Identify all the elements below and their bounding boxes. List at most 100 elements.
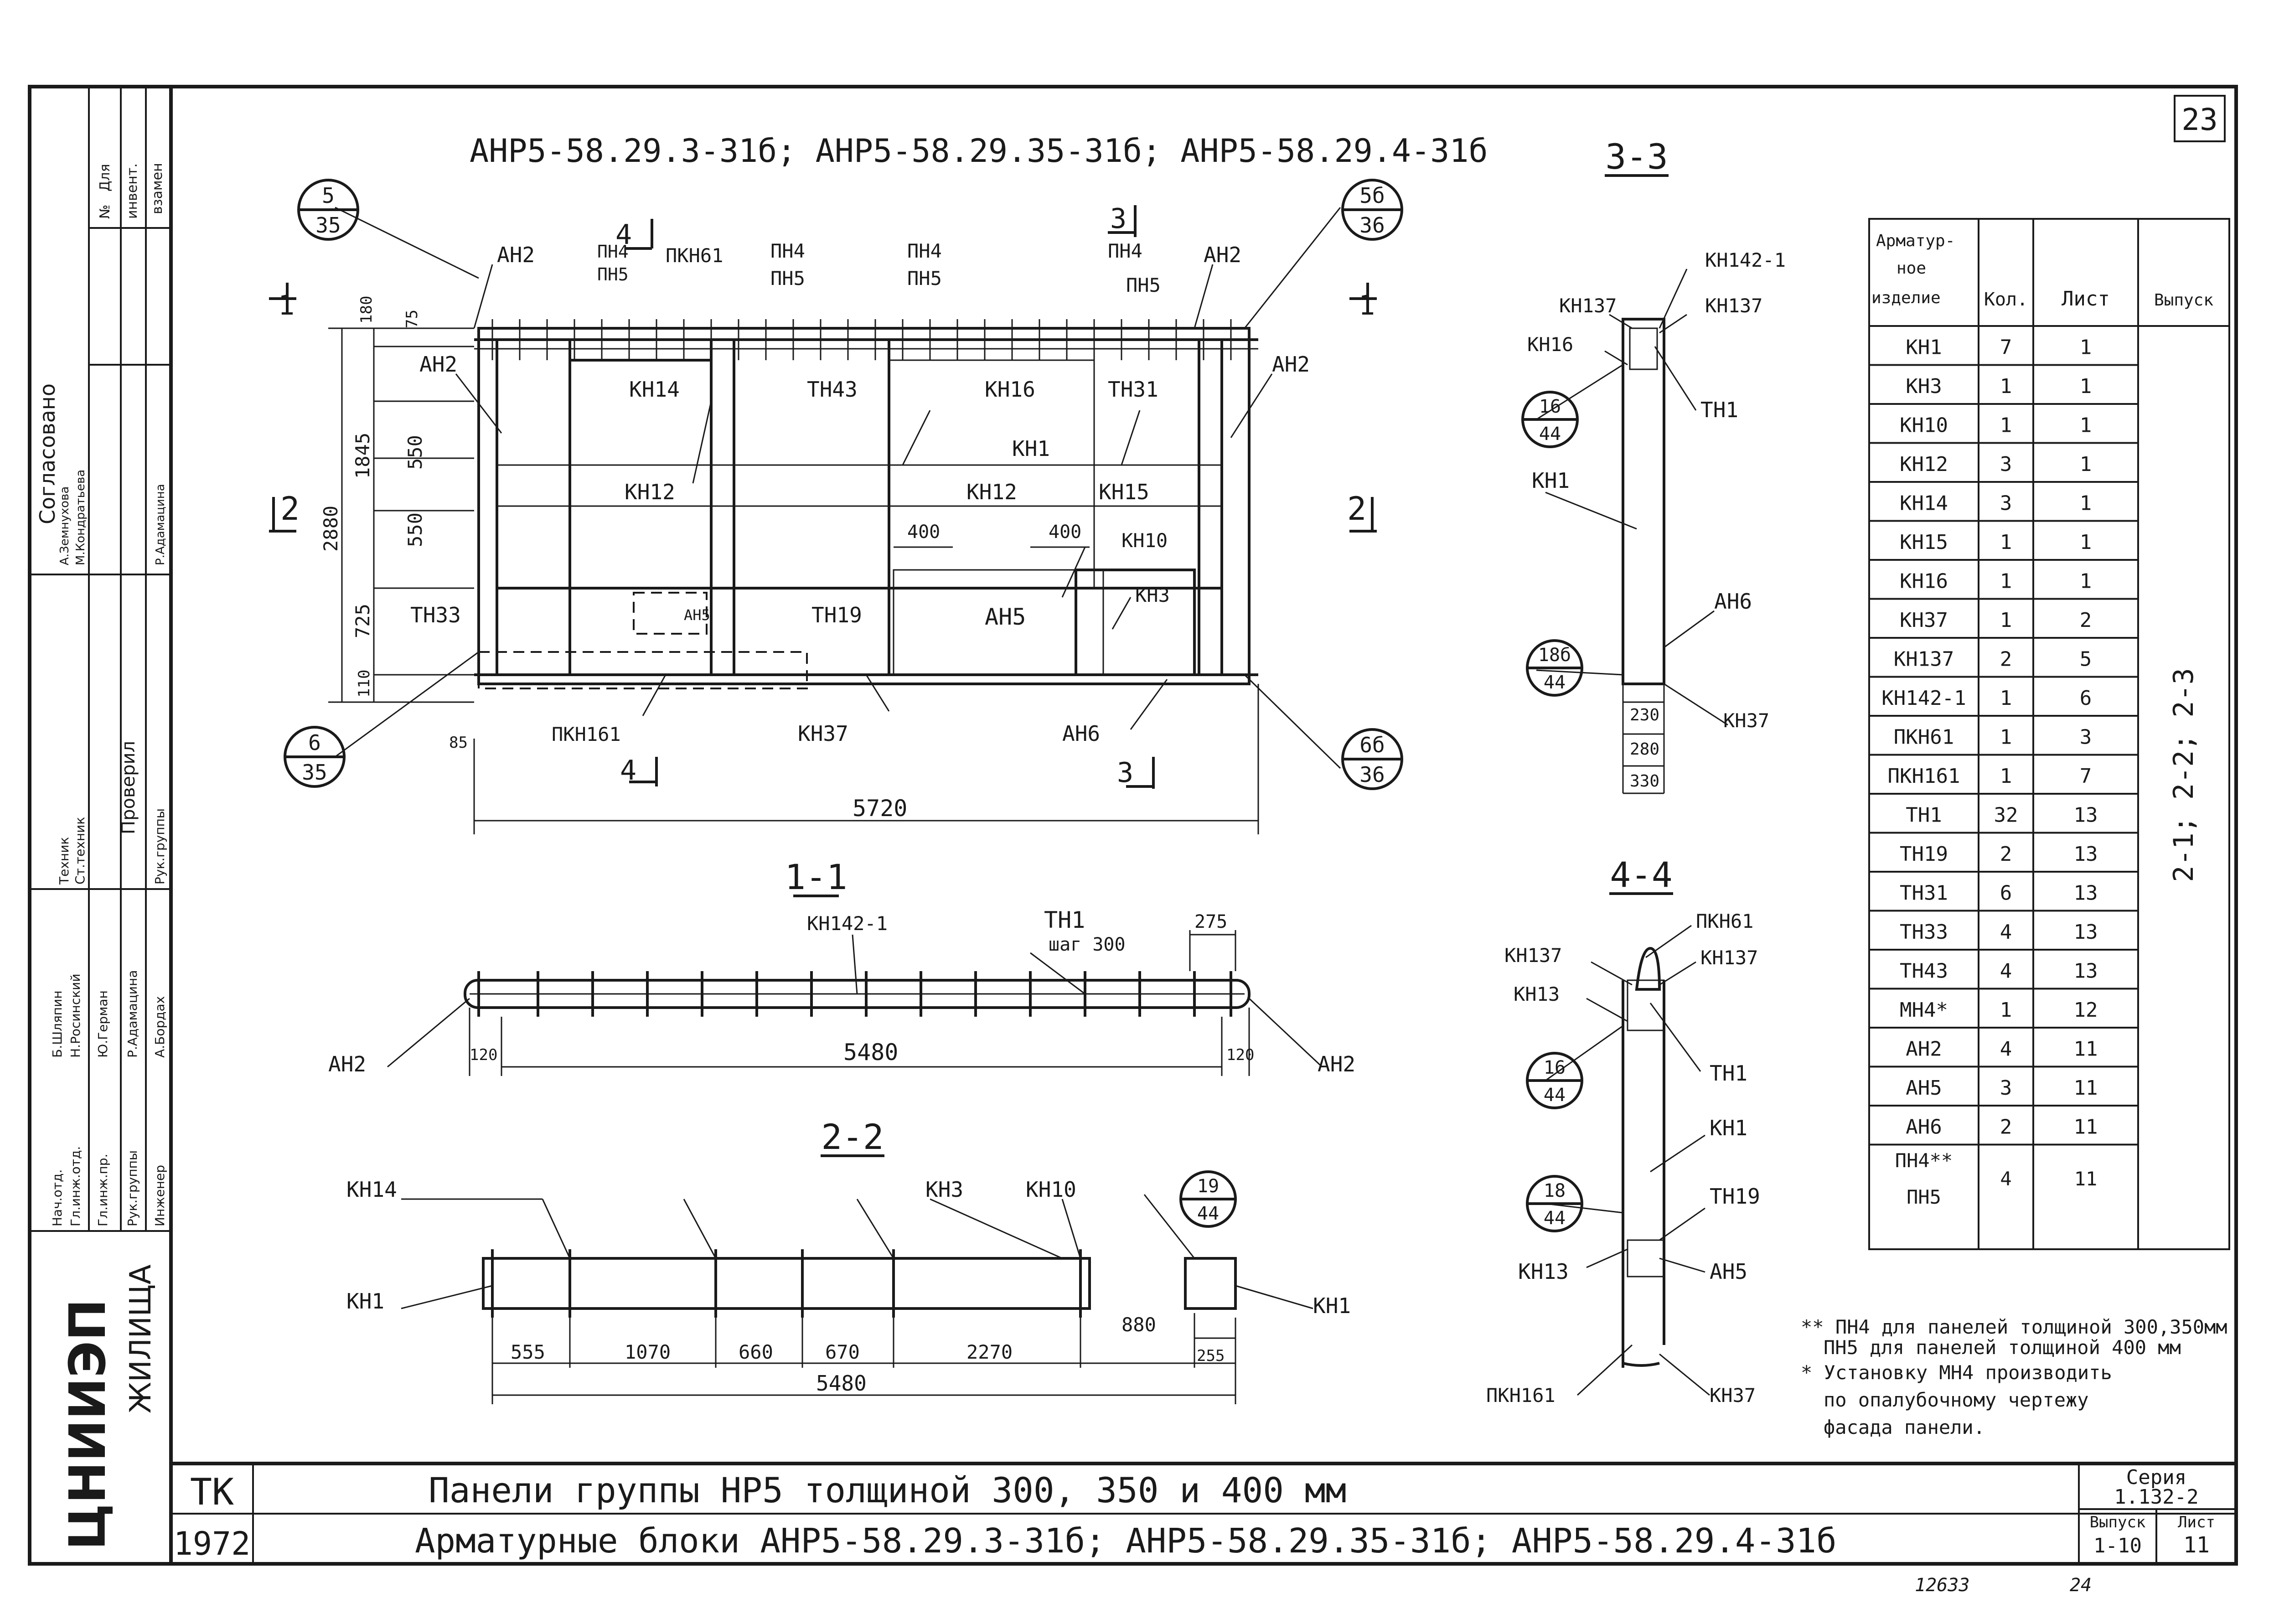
stamp-org: ТК — [190, 1471, 234, 1513]
label-kn3: КН3 — [1135, 584, 1170, 606]
label-an6: АН6 — [1062, 721, 1100, 746]
label-tn33: ТН33 — [410, 603, 461, 627]
series-value: 1.132-2 — [2114, 1485, 2198, 1509]
spec-cell-sheet: 1 — [2080, 531, 2092, 554]
spec-cell-item: ТН19 — [1900, 843, 1948, 866]
dim-5720: 5720 — [853, 795, 907, 822]
spec-cell-qty: 4 — [2000, 960, 2012, 983]
s22-kn1-left: КН1 — [346, 1289, 384, 1314]
balloon-5b-bottom: 36 — [1359, 213, 1385, 238]
dim-1845: 1845 — [351, 433, 374, 479]
title-stamp: ТК 1972 Панели группы НР5 толщиной 300, … — [171, 1462, 2236, 1564]
cut-4-top: 4 — [615, 219, 632, 251]
s22-dim-5: 2270 — [966, 1341, 1013, 1363]
s22-dim-5480: 5480 — [816, 1371, 867, 1396]
spec-cell-item: ТН1 — [1906, 804, 1942, 827]
s33-balloon2-bottom: 44 — [1544, 672, 1566, 693]
spec-cell-qty: 3 — [2000, 492, 2012, 515]
spec-cell-item: ТН33 — [1900, 921, 1948, 944]
spec-header-item-2: ное — [1897, 259, 1926, 278]
spec-table: Арматур- ное изделие Кол. Лист Выпуск КН… — [1868, 218, 2230, 1250]
spec-cell-qty: 2 — [2000, 1116, 2012, 1139]
s22-dim-880: 880 — [1121, 1314, 1156, 1336]
spec-cell-qty: 2 — [2000, 843, 2012, 866]
spec-header-item-1: Арматур- — [1876, 232, 1955, 250]
spec-cell-sheet: 1 — [2080, 492, 2092, 515]
stamp-line2: Арматурные блоки АНР5-58.29.3-31б; АНР5-… — [415, 1521, 1837, 1561]
label-kn37: КН37 — [798, 721, 848, 746]
spec-cell-sheet: 13 — [2074, 960, 2098, 983]
balloon-6-top: 6 — [308, 730, 321, 755]
tech-name-3: Р.Адамацина — [154, 484, 167, 565]
s22-dim-2: 1070 — [625, 1341, 671, 1363]
s22-balloon-bottom: 44 — [1197, 1203, 1219, 1224]
section-1-1-title: 1-1 — [785, 857, 847, 897]
label-an2-right: АН2 — [1272, 352, 1310, 377]
s22-dim-3: 660 — [739, 1341, 773, 1363]
cut-4-bottom: 4 — [620, 755, 636, 786]
s44-pkn161: ПКН161 — [1486, 1384, 1556, 1407]
cut-2-right: 2 — [1347, 490, 1366, 528]
label-kn1: КН1 — [1012, 436, 1050, 461]
label-pkn161: ПКН161 — [552, 723, 621, 745]
checked-label: Проверил — [118, 741, 139, 834]
agreed-label: Согласовано — [35, 383, 60, 524]
spec-cell-qty: 1 — [2000, 609, 2012, 632]
dim-550-b: 550 — [404, 512, 426, 547]
dim-550-a: 550 — [404, 435, 426, 470]
spec-cell-qty: 6 — [2000, 882, 2012, 905]
s44-balloon2-top: 18 — [1544, 1180, 1566, 1201]
s44-balloon2-bottom: 44 — [1544, 1208, 1566, 1229]
spec-cell-item: АН2 — [1906, 1038, 1942, 1061]
s33-tn1: ТН1 — [1700, 398, 1738, 422]
spec-last-name2: ПН5 — [1907, 1186, 1941, 1208]
spec-cell-item: КН14 — [1900, 492, 1948, 515]
s33-kn142: КН142-1 — [1705, 249, 1786, 271]
balloon-5b-top: 5б — [1359, 183, 1385, 208]
s44-kn137-right: КН137 — [1700, 946, 1758, 969]
s22-balloon-top: 19 — [1197, 1176, 1219, 1197]
spec-header-qty: Кол. — [1984, 289, 2028, 310]
s11-dim-5480: 5480 — [843, 1039, 898, 1065]
spec-header-issue: Выпуск — [2154, 291, 2213, 310]
spec-cell-sheet: 11 — [2074, 1076, 2098, 1100]
sheet-number: 23 — [2181, 102, 2217, 137]
s11-dim-275: 275 — [1194, 911, 1227, 932]
bottom-number-2: 24 — [2070, 1575, 2092, 1596]
tech-name-1: А.Земнухова — [58, 486, 72, 565]
label-pkn61: ПКН61 — [666, 244, 723, 267]
spec-cell-item: КН3 — [1906, 375, 1942, 398]
s33-kn137-left: КН137 — [1559, 295, 1617, 317]
label-an5: АН5 — [985, 604, 1026, 630]
spec-cell-qty: 3 — [2000, 1076, 2012, 1100]
name-1: Б.Шляпин — [50, 990, 65, 1058]
s33-dim-330: 330 — [1630, 772, 1659, 791]
cut-3-bottom: 3 — [1117, 757, 1133, 789]
spec-cell-item: КН15 — [1900, 531, 1948, 554]
s11-kn142: КН142-1 — [807, 912, 888, 935]
s22-kn10: КН10 — [1026, 1177, 1076, 1202]
s44-tn1: ТН1 — [1710, 1061, 1747, 1086]
label-kn16: КН16 — [985, 377, 1035, 402]
balloon-6b-top: 6б — [1359, 733, 1385, 757]
label-kn10: КН10 — [1121, 529, 1168, 552]
label-pn4-b: ПН4 — [770, 240, 805, 262]
cut-1-left: 1 — [278, 290, 295, 321]
spec-cell-qty: 7 — [2000, 336, 2012, 359]
note-5: фасада панели. — [1824, 1416, 1985, 1438]
role-1: Нач.отд. — [50, 1169, 65, 1226]
spec-cell-qty: 1 — [2000, 687, 2012, 710]
spec-cell-item: МН4* — [1900, 998, 1948, 1022]
inv-4: взамен — [150, 163, 165, 214]
notes: ** ПН4 для панелей толщиной 300,350мм ПН… — [1801, 1316, 2227, 1438]
label-tn31: ТН31 — [1108, 377, 1158, 402]
label-kn12-left: КН12 — [625, 480, 675, 504]
name-4: Р.Адамацина — [125, 970, 140, 1058]
dim-75: 75 — [403, 310, 421, 328]
s11-dim-120-right: 120 — [1226, 1046, 1254, 1064]
series-label: Серия — [2126, 1466, 2186, 1489]
note-3: * Установку МН4 производить — [1801, 1361, 2112, 1384]
label-pn5-a: ПН5 — [597, 264, 629, 284]
spec-cell-item: ПКН161 — [1888, 765, 1960, 788]
